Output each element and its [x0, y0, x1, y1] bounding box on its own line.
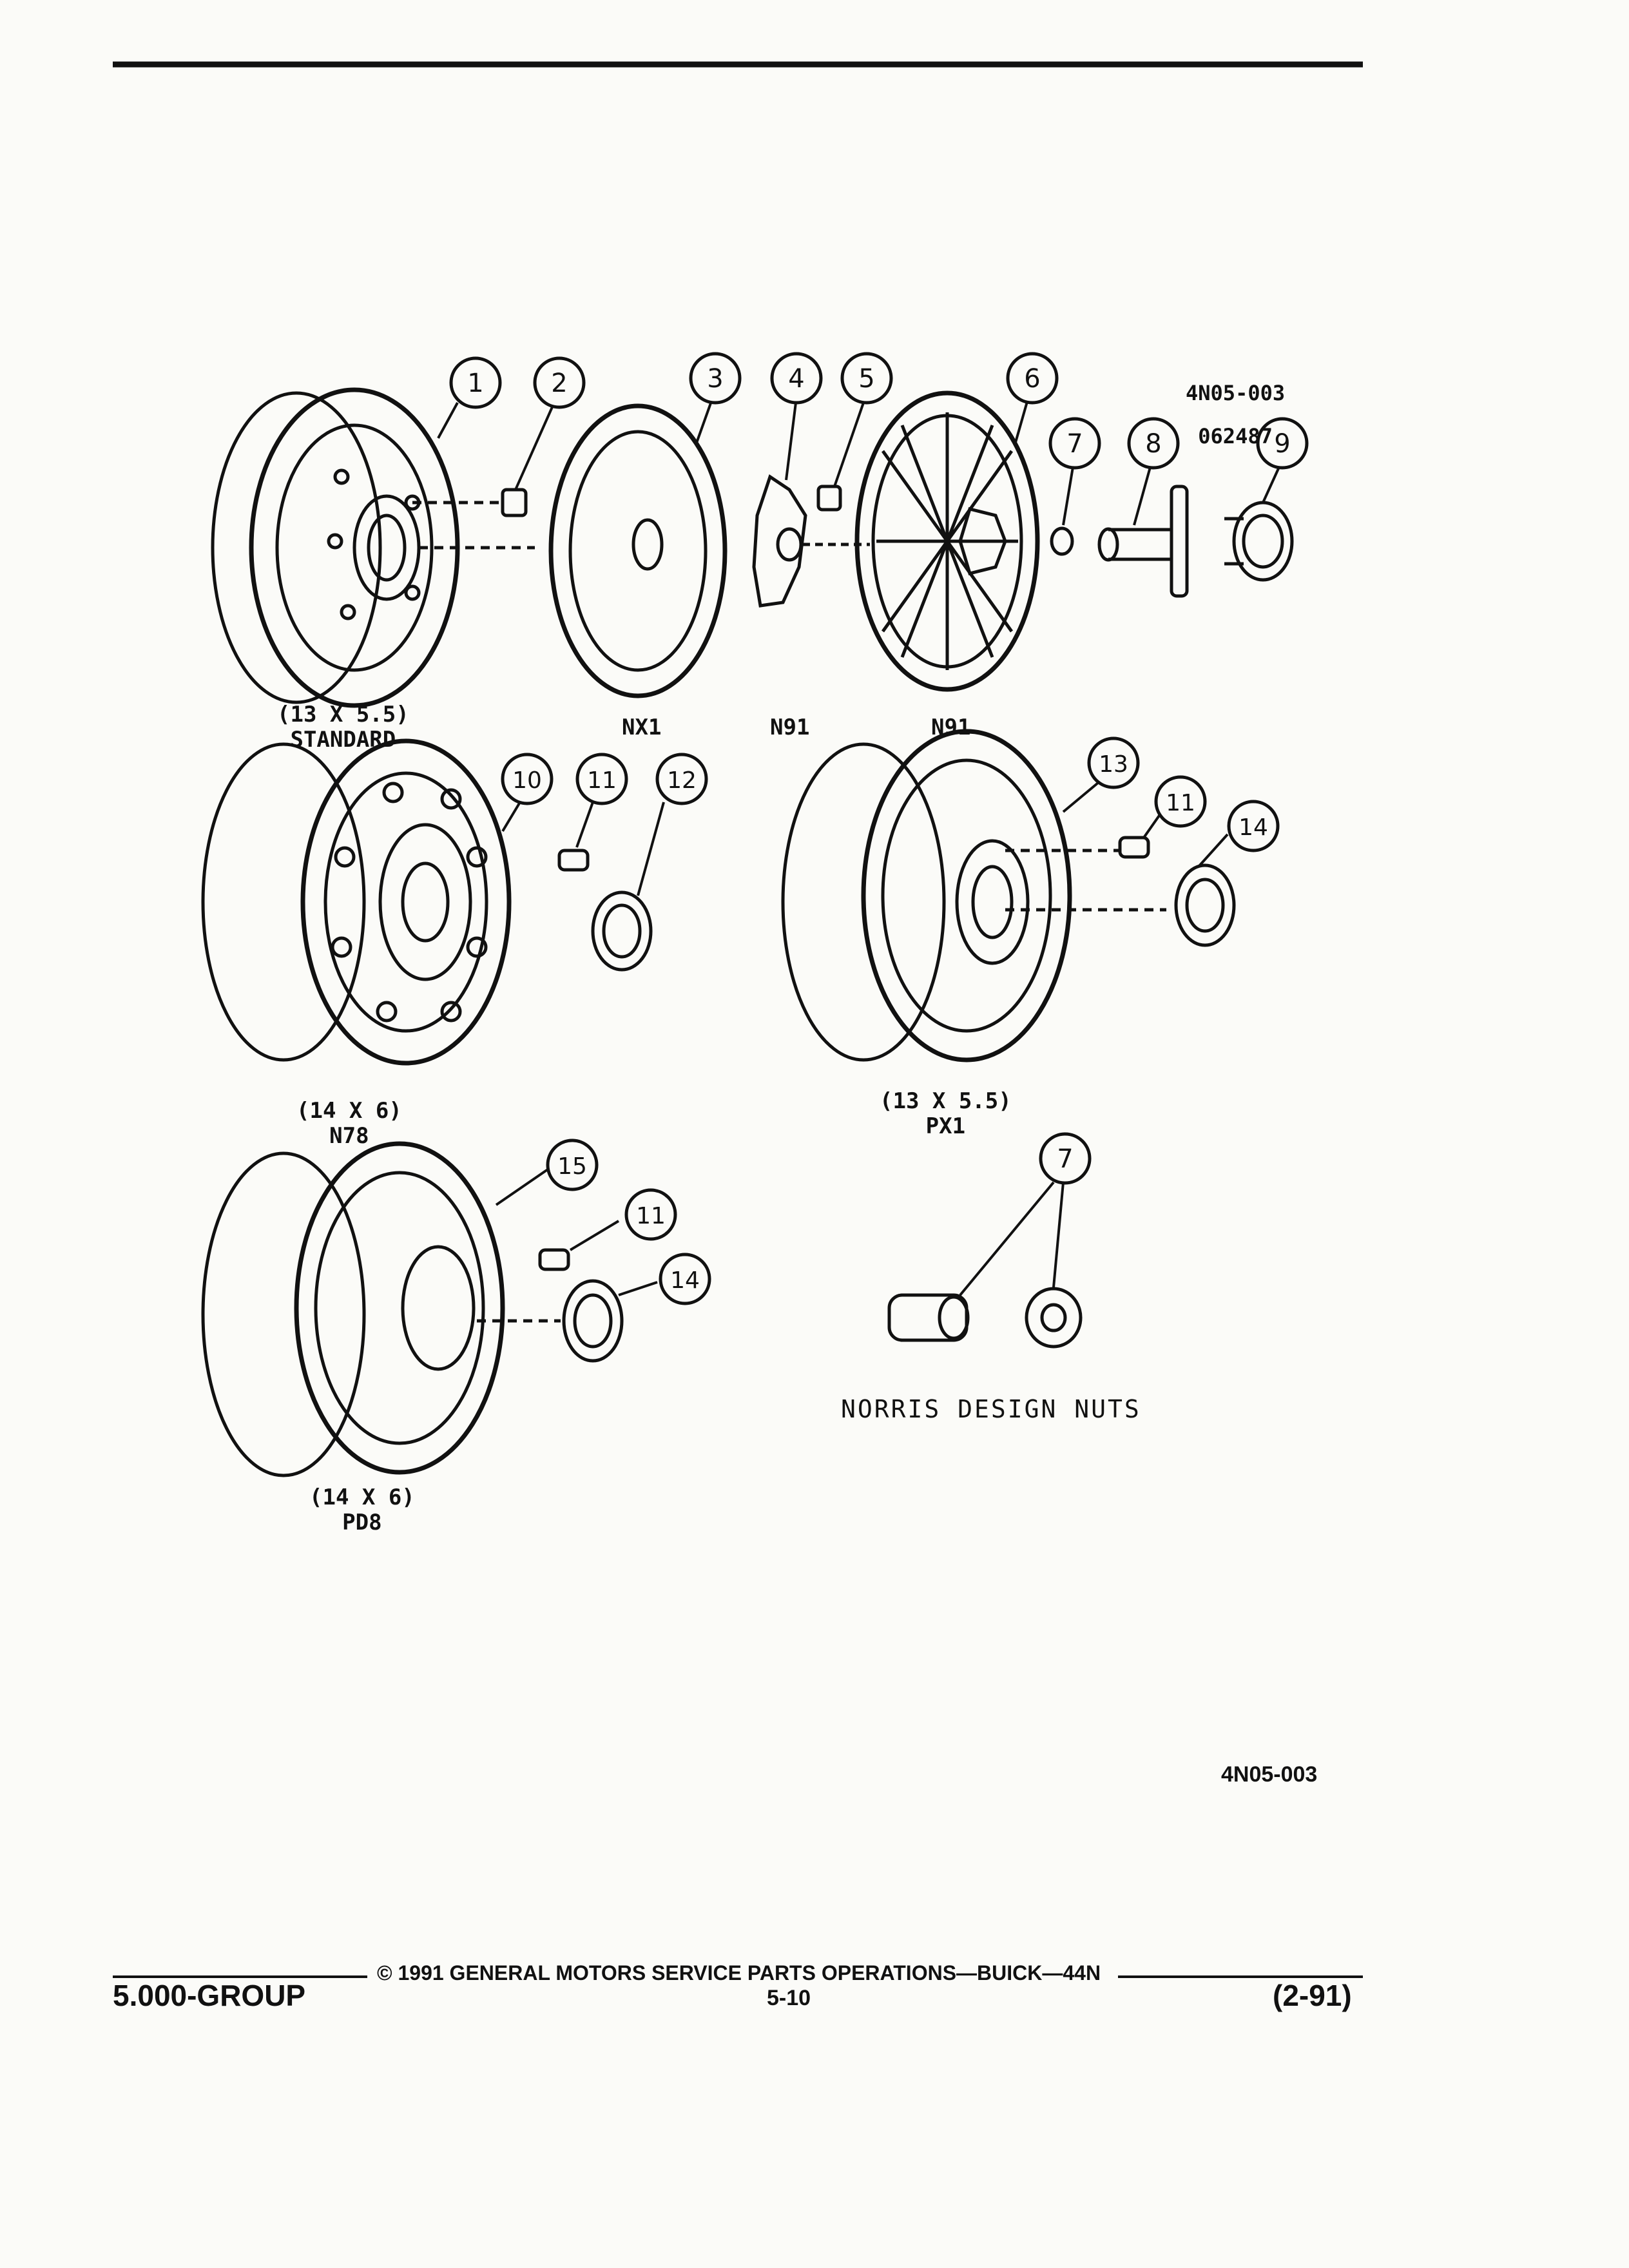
callout-numbers: 1 2 3 4 5 6 7 8 9 10 11 11 11 12 13 14 1… [467, 364, 1290, 1294]
wheel-nut-illustration [501, 485, 1074, 556]
wheel-px1-illustration [781, 729, 1166, 1062]
callout-15: 15 [557, 1153, 587, 1180]
callout-13: 13 [1099, 751, 1128, 778]
footer-revision: (2-91) [1273, 1979, 1352, 2012]
label-norris-design-nuts: NORRIS DESIGN NUTS [841, 1395, 1141, 1423]
callout-7-b: 7 [1057, 1144, 1073, 1174]
callout-4: 4 [788, 364, 804, 394]
wheel-nut-n78-illustration [538, 836, 1150, 1271]
callout-11-c: 11 [636, 1203, 666, 1229]
label-n78: (14 X 6) N78 [296, 1098, 402, 1149]
callout-12: 12 [667, 767, 697, 794]
bottom-ref-code: 4N05-003 [1221, 1762, 1318, 1787]
wheel-pd8-illustration [201, 1141, 561, 1477]
wire-wheel-cover-illustration [854, 390, 1040, 692]
hubcap-nx1-illustration [548, 403, 728, 698]
callout-1: 1 [467, 369, 483, 398]
norris-nuts-illustration [887, 1287, 1083, 1349]
label-px1: (13 X 5.5) PX1 [880, 1088, 1012, 1140]
wheel-n78-illustration [201, 738, 512, 1066]
footer-page-number: 5-10 [767, 1986, 811, 2010]
label-n91-adapter: N91 [770, 715, 810, 740]
center-cap-pd8-illustration [562, 1279, 624, 1363]
lock-key-illustration [1097, 485, 1189, 598]
center-cap-illustration [1224, 501, 1294, 582]
callout-14-b: 14 [670, 1267, 700, 1294]
reference-code: 4N05-003 062487 [1186, 361, 1285, 469]
label-nx1: NX1 [622, 715, 662, 740]
ref-date: 062487 [1198, 423, 1273, 448]
callout-14: 14 [1239, 814, 1268, 841]
callout-9: 9 [1274, 429, 1290, 459]
callout-3: 3 [707, 364, 723, 394]
ref-code: 4N05-003 [1186, 380, 1286, 405]
center-cap-px1-illustration [1174, 863, 1236, 947]
center-cap-n78-illustration [591, 890, 653, 972]
label-standard: (13 X 5.5) STANDARD [277, 702, 409, 753]
leader-lines [437, 399, 1280, 1296]
footer-copyright: © 1991 GENERAL MOTORS SERVICE PARTS OPER… [377, 1961, 1101, 1984]
callout-11: 11 [587, 767, 617, 794]
label-pd8: (14 X 6) PD8 [309, 1485, 415, 1536]
callout-circles [449, 352, 1309, 1305]
footer-group: 5.000-GROUP [113, 1979, 306, 2012]
wheel-standard-illustration [211, 387, 535, 708]
wire-wheel-adapter-illustration [752, 474, 870, 608]
callout-6: 6 [1024, 364, 1040, 394]
callout-10: 10 [512, 767, 542, 794]
callout-7: 7 [1066, 429, 1083, 459]
callout-5: 5 [858, 364, 874, 394]
callout-11-b: 11 [1166, 790, 1195, 816]
label-n91-cover: N91 [931, 715, 971, 740]
callout-8: 8 [1145, 429, 1161, 459]
callout-2: 2 [551, 369, 567, 398]
